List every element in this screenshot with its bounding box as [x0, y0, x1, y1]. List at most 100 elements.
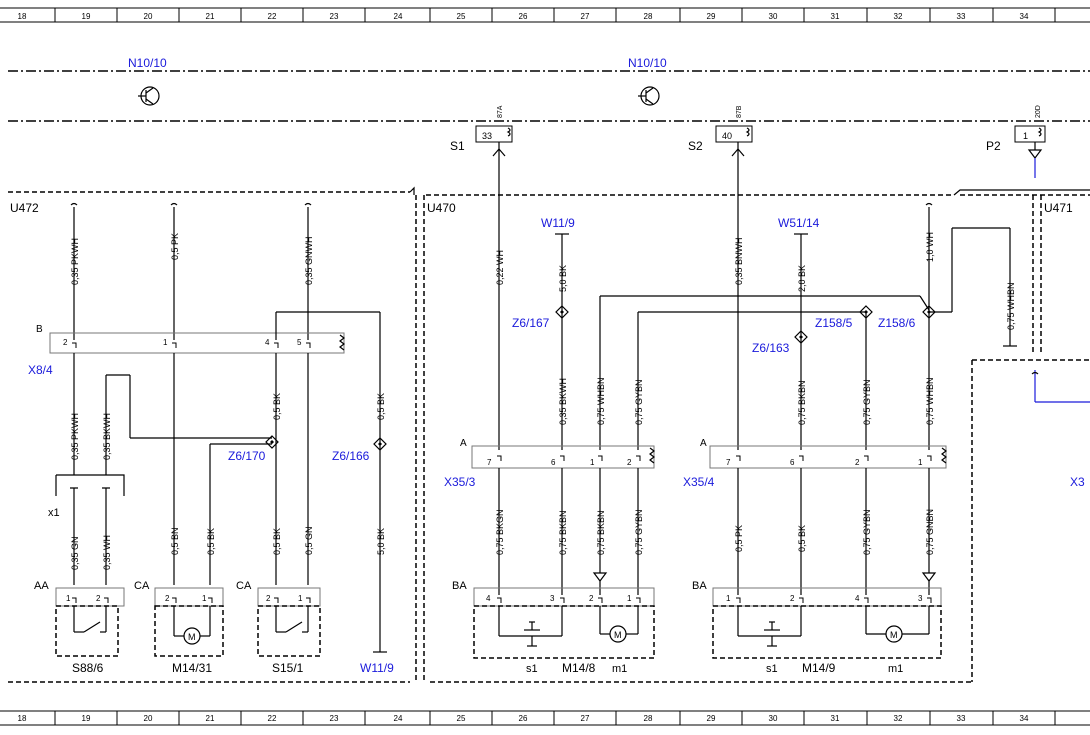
wire-label: 0,75 BKGN [495, 509, 505, 555]
ruler-number: 33 [957, 12, 966, 21]
relay-name: S1 [450, 139, 465, 153]
svg-text:4: 4 [486, 594, 491, 603]
wire-label: 0,75 GYBN [862, 509, 872, 555]
wire-label: 0,5 BK [272, 393, 282, 420]
wire-label: 0,22 WH [495, 250, 505, 285]
svg-text:1: 1 [66, 594, 71, 603]
ground-ref[interactable]: W11/9 [360, 661, 394, 675]
svg-text:3: 3 [550, 594, 555, 603]
ground-ref[interactable]: W51/14 [778, 216, 820, 230]
splice-z158-5: Z158/5 [815, 305, 873, 330]
wire-label: 0,35 PKWH [70, 238, 80, 285]
connector-label[interactable]: X3 [1070, 475, 1085, 489]
ruler-number: 28 [644, 12, 653, 21]
svg-text:M14/31: M14/31 [172, 661, 212, 675]
svg-text:m1: m1 [612, 663, 627, 675]
wire-label: 0,35 GN [70, 536, 80, 570]
control-unit-label[interactable]: N10/10 [628, 56, 667, 70]
wire-label: 2,0 BK [797, 265, 807, 292]
ruler-number: 27 [581, 714, 590, 723]
svg-text:1: 1 [918, 458, 923, 467]
ruler-number: 26 [519, 714, 528, 723]
svg-text:M14/8: M14/8 [562, 661, 596, 675]
wire-label: 0,5 BK [797, 525, 807, 552]
ruler-number: 21 [206, 714, 215, 723]
svg-text:A: A [460, 438, 467, 449]
wire-label: 0,5 PK [734, 525, 744, 552]
svg-text:X35/4[interactable]: X35/4 [683, 475, 715, 489]
u470-wires [471, 156, 1090, 595]
svg-text:6: 6 [551, 458, 556, 467]
relay-terminal: 87B [736, 105, 743, 118]
wire-label: 0,5 BK [272, 528, 282, 555]
transistor-icon [638, 86, 660, 106]
ruler-number: 34 [1020, 12, 1029, 21]
svg-text:Z6/166[interactable]: Z6/166 [332, 449, 370, 463]
relay-terminal: 87A [497, 105, 504, 118]
control-unit-label[interactable]: N10/10 [128, 56, 167, 70]
component-m14-31: CA 2 1 M M14/31 [134, 580, 224, 675]
svg-text:2: 2 [266, 594, 271, 603]
wire-label: 0,75 WHBN [596, 377, 606, 425]
splice-z6-167: Z6/167 [512, 305, 569, 330]
svg-text:s1: s1 [526, 663, 538, 675]
connector-label[interactable]: X8/4 [28, 363, 53, 377]
limit-switch-icon [520, 621, 544, 647]
wire-label: 0,35 GNWH [304, 236, 314, 285]
bottom-ruler: 18 19 20 21 22 23 24 25 26 27 28 29 30 3… [0, 710, 1090, 726]
module-label: U471 [1044, 201, 1073, 215]
svg-text:2: 2 [165, 594, 170, 603]
module-label: U472 [10, 201, 39, 215]
svg-text:A: A [700, 438, 707, 449]
wire-label: 0,5 BK [206, 528, 216, 555]
relay-name: P2 [986, 139, 1001, 153]
ruler-number: 22 [268, 714, 277, 723]
ruler-number: 31 [831, 12, 840, 21]
svg-text:2: 2 [790, 594, 795, 603]
wire-label: 0,75 GYBN [634, 509, 644, 555]
ruler-number: 18 [18, 12, 27, 21]
wire-label: 0,35 BKWH [102, 413, 112, 460]
ruler-number: 25 [457, 714, 466, 723]
ruler-number: 19 [82, 12, 91, 21]
ruler-number: 30 [769, 12, 778, 21]
wire-label: 0,75 GNBN [925, 509, 935, 555]
wire-label: 0,35 PKWH [70, 413, 80, 460]
ground-ref[interactable]: W11/9 [541, 216, 575, 230]
splice-z6-166: Z6/166 [332, 437, 387, 463]
motor-icon: M [885, 625, 903, 643]
svg-text:Z158/5[interactable]: Z158/5 [815, 316, 853, 330]
svg-text:s1: s1 [766, 663, 778, 675]
wire-label: 0,5 BN [170, 527, 180, 555]
wire-label: 0,75 GYBN [862, 379, 872, 425]
relay-s2: 40 87B S2 [688, 105, 753, 157]
wire-label: 0,5 PK [170, 233, 180, 260]
ruler-number: 23 [330, 714, 339, 723]
svg-text:Z158/6[interactable]: Z158/6 [878, 316, 916, 330]
svg-text:2: 2 [627, 458, 632, 467]
component-m14-8: BA 4 3 2 1 M s1 M14/8 m1 [452, 580, 655, 675]
module-label: U470 [427, 201, 456, 215]
module-boundaries [8, 186, 1090, 683]
svg-text:2: 2 [96, 594, 101, 603]
svg-text:BA: BA [452, 580, 467, 592]
svg-text:7: 7 [487, 458, 492, 467]
svg-text:7: 7 [726, 458, 731, 467]
wire-label: 0,75 BKBN [596, 510, 606, 555]
ruler-number: 34 [1020, 714, 1029, 723]
svg-text:Z6/163[interactable]: Z6/163 [752, 341, 790, 355]
ruler-number: 28 [644, 714, 653, 723]
svg-text:S15/1: S15/1 [272, 661, 304, 675]
svg-text:X35/3[interactable]: X35/3 [444, 475, 476, 489]
svg-text:M: M [890, 630, 898, 640]
svg-text:Z6/170[interactable]: Z6/170 [228, 449, 266, 463]
svg-text:Z6/167[interactable]: Z6/167 [512, 316, 550, 330]
wire-label: 0,75 GYBN [634, 379, 644, 425]
svg-text:CA: CA [134, 580, 150, 592]
wire-label: 0,5 BK [376, 393, 386, 420]
wire-label: 0,75 WHBN [925, 377, 935, 425]
svg-text:3: 3 [918, 594, 923, 603]
svg-text:M: M [188, 632, 196, 642]
ruler-number: 30 [769, 714, 778, 723]
